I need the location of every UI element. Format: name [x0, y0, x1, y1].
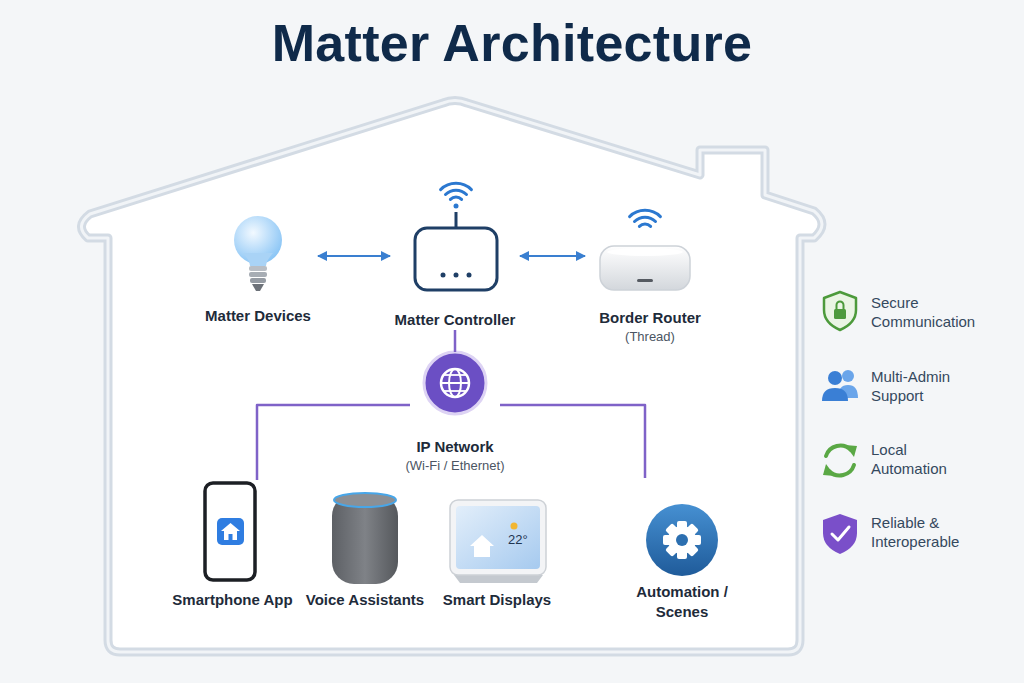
- node-sublabel: (Wi-Fi / Ethernet): [406, 457, 505, 475]
- app-house: [221, 523, 240, 540]
- controller-body: [415, 228, 497, 290]
- connector-line: [257, 405, 410, 480]
- wifi-arc: [446, 190, 467, 194]
- led-dot: [454, 273, 459, 278]
- screen-temperature: 22°: [508, 531, 542, 548]
- connector-line: [454, 330, 457, 352]
- feature-text: Reliable & Interoperable: [871, 513, 983, 551]
- device-node: Smart Displays: [432, 496, 562, 610]
- wifi-arc: [639, 224, 650, 226]
- connector-line: [500, 405, 645, 478]
- globe-circle: [424, 352, 486, 414]
- router-body: [600, 246, 690, 290]
- bulb-icon: [234, 216, 282, 291]
- title-text: Matter Architecture: [0, 16, 1024, 71]
- device-node: Matter Devices: [198, 210, 318, 326]
- phone-body: [205, 483, 255, 580]
- person-head: [842, 370, 854, 382]
- gear-tooth: [665, 523, 699, 557]
- device-node: Smartphone App: [170, 480, 295, 610]
- secure-icon: [824, 292, 856, 330]
- sync-head: [823, 464, 835, 476]
- speaker-body: [332, 494, 398, 584]
- speaker-top: [334, 493, 396, 507]
- node-label: Matter Controller: [395, 310, 516, 330]
- led-dot: [441, 273, 446, 278]
- display-stand: [454, 575, 543, 583]
- feature-text: Secure Communication: [871, 293, 983, 331]
- device-node: IP Network(Wi-Fi / Ethernet): [410, 352, 500, 475]
- wifi-arc: [630, 210, 661, 216]
- node-label: Voice Assistants: [306, 590, 424, 610]
- app-door: [229, 534, 233, 540]
- person-head: [828, 371, 842, 385]
- bulb-neck: [243, 253, 273, 266]
- bulb-base: [249, 272, 267, 277]
- phone-icon: [205, 483, 255, 580]
- house-inner-line: [81, 101, 822, 653]
- check-mark: [832, 527, 849, 540]
- display-icon: [450, 500, 546, 583]
- lock-body: [834, 309, 846, 319]
- controller-icon: [415, 183, 497, 290]
- shield-outline: [824, 292, 856, 330]
- speaker-icon: [332, 493, 398, 584]
- wifi-arc: [635, 217, 656, 221]
- feature-text: Local Automation: [871, 440, 983, 478]
- node-sublabel: (Thread): [625, 328, 675, 346]
- globe-line: [441, 382, 469, 384]
- shield-fill: [823, 514, 857, 554]
- router-top: [607, 248, 683, 256]
- gear-hole: [676, 534, 688, 546]
- reliable-icon: [823, 514, 857, 554]
- gear-ring: [668, 526, 696, 554]
- node-label: Smartphone App: [172, 590, 292, 610]
- connector-line: [520, 255, 585, 257]
- weather-sun: [511, 523, 518, 530]
- bulb-base: [249, 266, 267, 271]
- antenna: [455, 212, 458, 228]
- lock-shackle: [837, 302, 844, 311]
- gear-icon: [646, 504, 718, 576]
- node-label: Smart Displays: [443, 590, 551, 610]
- app-tile: [217, 518, 244, 545]
- sync-icon: [823, 445, 857, 476]
- feature-text: Multi-Admin Support: [871, 367, 983, 405]
- globe-line: [444, 390, 466, 392]
- person-body: [822, 388, 848, 401]
- node-label: IP Network: [416, 437, 493, 457]
- wifi-dot: [454, 204, 459, 209]
- network-globe: [424, 352, 486, 414]
- admin-icon: [822, 370, 858, 401]
- node-label: Automation / Scenes: [617, 582, 747, 622]
- sync-head: [845, 445, 857, 457]
- device-node: Matter Controller: [390, 172, 520, 330]
- display-frame: [450, 500, 546, 575]
- wifi-arc: [441, 183, 472, 189]
- node-label: Border Router: [599, 308, 701, 328]
- globe-line: [444, 374, 466, 376]
- gear-tooth: [665, 523, 699, 557]
- device-node: Voice Assistants: [300, 488, 430, 610]
- led-dot: [467, 273, 472, 278]
- bulb-base: [250, 278, 266, 283]
- device-node: Border Router(Thread): [585, 212, 715, 346]
- wifi-arc: [450, 197, 461, 199]
- node-label: Matter Devices: [205, 306, 311, 326]
- gear-disc: [646, 504, 718, 576]
- device-node: Automation / Scenes: [617, 478, 747, 622]
- connector-line: [318, 255, 390, 257]
- house-outline: [81, 101, 822, 653]
- bulb-tip: [252, 284, 264, 291]
- router-slot: [637, 279, 653, 282]
- router-icon: [600, 210, 690, 290]
- display-house: [470, 535, 494, 557]
- globe-line: [441, 369, 469, 397]
